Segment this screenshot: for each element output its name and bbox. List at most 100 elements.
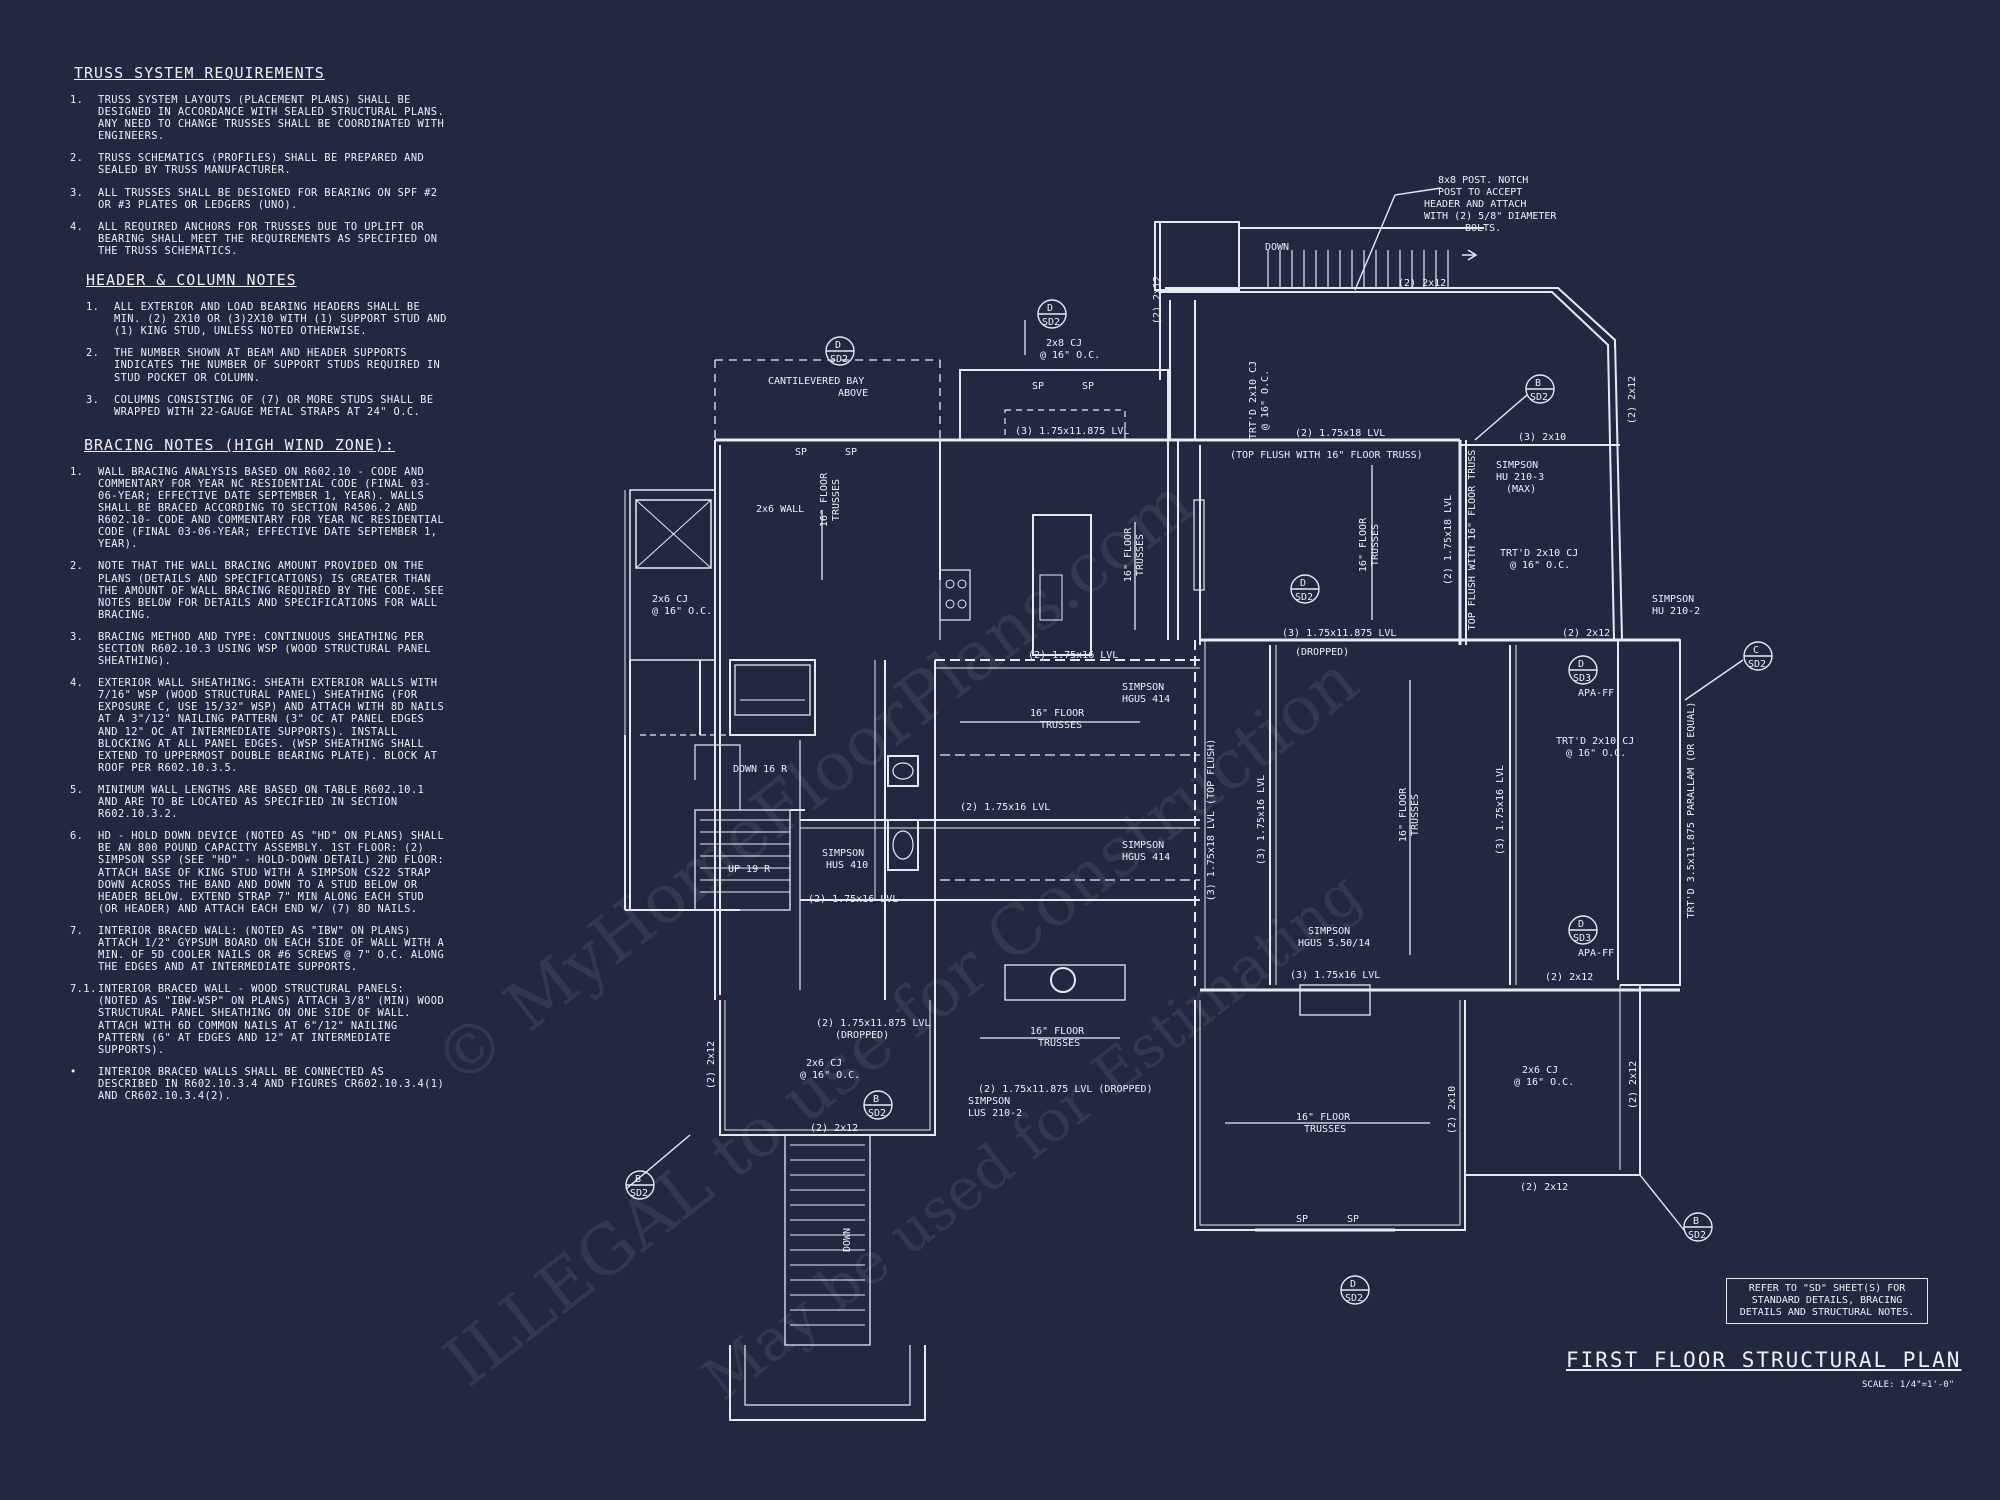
note-number: 3. <box>70 186 84 199</box>
trtd-2x10-2-spacing: @ 16" O.C. <box>1566 748 1626 759</box>
beam-2x12-v4-label: (2) 2x12 <box>706 1041 717 1089</box>
lvl-216-3-label: (2) 1.75x16 LVL <box>808 894 898 905</box>
cj-2x6-3-label: 2x6 CJ <box>1522 1065 1558 1076</box>
note-item: 2.NOTE THAT THE WALL BRACING AMOUNT PROV… <box>70 560 450 620</box>
note-item: 3.COLUMNS CONSISTING OF (7) OR MORE STUD… <box>86 394 450 418</box>
note-text: NOTE THAT THE WALL BRACING AMOUNT PROVID… <box>98 560 445 621</box>
lvl-318-v-label: (3) 1.75x18 LVL (TOP FLUSH) <box>1206 739 1217 902</box>
lvl-316-label: (3) 1.75x16 LVL <box>1290 970 1380 981</box>
callout-sd3: SD3 <box>1573 673 1591 684</box>
floor-trusses-label: 16" FLOOR <box>1030 708 1085 719</box>
note-item: 5.MINIMUM WALL LENGTHS ARE BASED ON TABL… <box>70 784 450 820</box>
callout-sd2-6: SD2 <box>868 1108 886 1119</box>
exterior-walls <box>624 300 1681 1421</box>
floor-trusses-v2-label: TRUSSES <box>831 479 842 521</box>
callout-b-4: B <box>1693 1216 1699 1227</box>
note-text: TRUSS SCHEMATICS (PROFILES) SHALL BE PRE… <box>98 152 425 177</box>
sp-label: SP <box>1296 1214 1308 1225</box>
detail-callouts <box>625 187 1773 1305</box>
floor-trusses-v-label: 16" FLOOR <box>819 472 830 527</box>
cantilever-label-2: ABOVE <box>838 388 868 399</box>
floor-trusses-2b-label: TRUSSES <box>1038 1038 1080 1049</box>
simpson-lus-label: SIMPSON <box>968 1096 1010 1107</box>
lus-2102-label: LUS 210-2 <box>968 1108 1022 1119</box>
note-number: 7.1. <box>70 983 97 996</box>
note-item: 4. ALL REQUIRED ANCHORS FOR TRUSSES DUE T… <box>70 221 450 257</box>
note-number: 1. <box>86 301 100 314</box>
note-number: 4. <box>70 220 84 233</box>
stair-down-16-label: DOWN 16 R <box>733 764 788 775</box>
floor-trusses-2-label: 16" FLOOR <box>1030 1026 1085 1037</box>
floor-trusses-v8-label: TRUSSES <box>1410 794 1421 836</box>
note-item: 3.ALL TRUSSES SHALL BE DESIGNED FOR BEAR… <box>70 187 450 211</box>
hu-2102-label: HU 210-2 <box>1652 606 1700 617</box>
note-number: 5. <box>70 783 84 796</box>
callout-d: D <box>835 340 841 351</box>
trtd-2x10-label: TRT'D 2x10 CJ <box>1500 548 1578 559</box>
note-number: • <box>70 1065 77 1078</box>
sp-label-3: SP <box>795 447 807 458</box>
callout-b-2: B <box>873 1094 879 1105</box>
top-flush-v-label: TOP FLUSH WITH 16" FLOOR TRUSS <box>1467 450 1478 631</box>
beam-3-2x10-label: (3) 2x10 <box>1518 432 1566 443</box>
lvl-2-1875-label: (2) 1.75x11.875 LVL <box>816 1018 930 1029</box>
lvl-218-v-label: (2) 1.75x18 LVL <box>1443 495 1454 585</box>
lvl-dropped-label: (2) 1.75x11.875 LVL (DROPPED) <box>978 1084 1153 1095</box>
note-item: 3. BRACING METHOD AND TYPE: CONTINUOUS SH… <box>70 631 450 667</box>
general-notes: TRUSS SYSTEM REQUIREMENTS 1.TRUSS SYSTEM… <box>70 64 450 1112</box>
floor-trusses-v6-label: TRUSSES <box>1370 524 1381 566</box>
cj-2x6-2-label: 2x6 CJ <box>806 1058 842 1069</box>
bay-lvl-label: (3) 1.75x11.875 LVL <box>1015 426 1129 437</box>
hus-410-label: HUS 410 <box>826 860 868 871</box>
note-item: 4.EXTERIOR WALL SHEATHING: SHEATH EXTERI… <box>70 677 450 774</box>
plan-scale: SCALE: 1/4"=1'-0" <box>1862 1380 1955 1390</box>
trtd-2x10-2-label: TRT'D 2x10 CJ <box>1556 736 1634 747</box>
vertical-labels: TRT'D 2x10 CJ @ 16" O.C. (2) 2x12 (2) 2x… <box>706 276 1697 1252</box>
callout-d-2: D <box>1047 303 1053 314</box>
note-text: COLUMNS CONSISTING OF (7) OR MORE STUDS … <box>114 393 434 418</box>
note-text: HD - HOLD DOWN DEVICE (NOTED AS "HD" ON … <box>98 830 445 915</box>
cj-2x6-3-spacing: @ 16" O.C. <box>1514 1077 1574 1088</box>
note-item: 2.TRUSS SCHEMATICS (PROFILES) SHALL BE P… <box>70 152 450 176</box>
lvl-216-label: (2) 1.75x16 LVL <box>1028 650 1118 661</box>
beam-2x12-4-label: (2) 2x12 <box>1520 1182 1568 1193</box>
note-text: ALL REQUIRED ANCHORS FOR TRUSSES DUE TO … <box>98 220 438 257</box>
note-text: BRACING METHOD AND TYPE: CONTINUOUS SHEA… <box>98 630 431 668</box>
stair-down-label: DOWN <box>1265 242 1289 253</box>
trtd-2x10-spacing: @ 16" O.C. <box>1510 560 1570 571</box>
dropped-2-label: (DROPPED) <box>835 1030 889 1041</box>
lvl-3-1875-label: (3) 1.75x11.875 LVL <box>1282 628 1396 639</box>
note-text: ALL EXTERIOR AND LOAD BEARING HEADERS SH… <box>114 301 447 338</box>
note-text: TRUSS SYSTEM LAYOUTS (PLACEMENT PLANS) S… <box>98 94 445 143</box>
callout-sd2-3: SD2 <box>1295 592 1313 603</box>
hu-2103-max: (MAX) <box>1506 484 1536 495</box>
plan-title: FIRST FLOOR STRUCTURAL PLAN <box>1566 1348 1962 1372</box>
note-number: 6. <box>70 830 84 843</box>
callout-sd2-2: SD2 <box>1042 317 1060 328</box>
sp-label-2: SP <box>1347 1214 1359 1225</box>
sp-label-6: SP <box>1082 381 1094 392</box>
callout-d-5: D <box>1578 919 1584 930</box>
beam-2x12-v-label: (2) 2x12 <box>1152 276 1163 324</box>
note-text: INTERIOR BRACED WALL - WOOD STRUCTURAL P… <box>98 983 445 1056</box>
reference-note-box: REFER TO "SD" SHEET(S) FOR STANDARD DETA… <box>1726 1278 1928 1324</box>
note-number: 3. <box>70 630 84 643</box>
callout-sd2-8: SD2 <box>1688 1230 1706 1241</box>
note-item: 1. ALL EXTERIOR AND LOAD BEARING HEADERS … <box>86 301 450 337</box>
callout-d-4: D <box>1578 659 1584 670</box>
lvl-216-2-label: (2) 1.75x16 LVL <box>960 802 1050 813</box>
post-note-5: BOLTS. <box>1465 223 1501 234</box>
callout-sd3-2: SD3 <box>1573 933 1591 944</box>
lvl-316-v2-label: (3) 1.75x16 LVL <box>1495 765 1506 855</box>
cj-2x6-spacing: @ 16" O.C. <box>652 606 712 617</box>
cj-2x8-spacing: @ 16" O.C. <box>1040 350 1100 361</box>
stair-up-19-label: UP 19 R <box>728 864 771 875</box>
trtd-left-spacing: @ 16" O.C. <box>1260 370 1271 430</box>
top-flush-label: (TOP FLUSH WITH 16" FLOOR TRUSS) <box>1230 450 1423 461</box>
note-text: WALL BRACING ANALYSIS BASED ON R602.10 -… <box>98 465 445 551</box>
note-number: 4. <box>70 677 84 690</box>
callout-b-3: B <box>635 1174 641 1185</box>
simpson-hgus-2-label: SIMPSON <box>1122 840 1164 851</box>
front-stair-down-label: DOWN <box>842 1228 853 1252</box>
